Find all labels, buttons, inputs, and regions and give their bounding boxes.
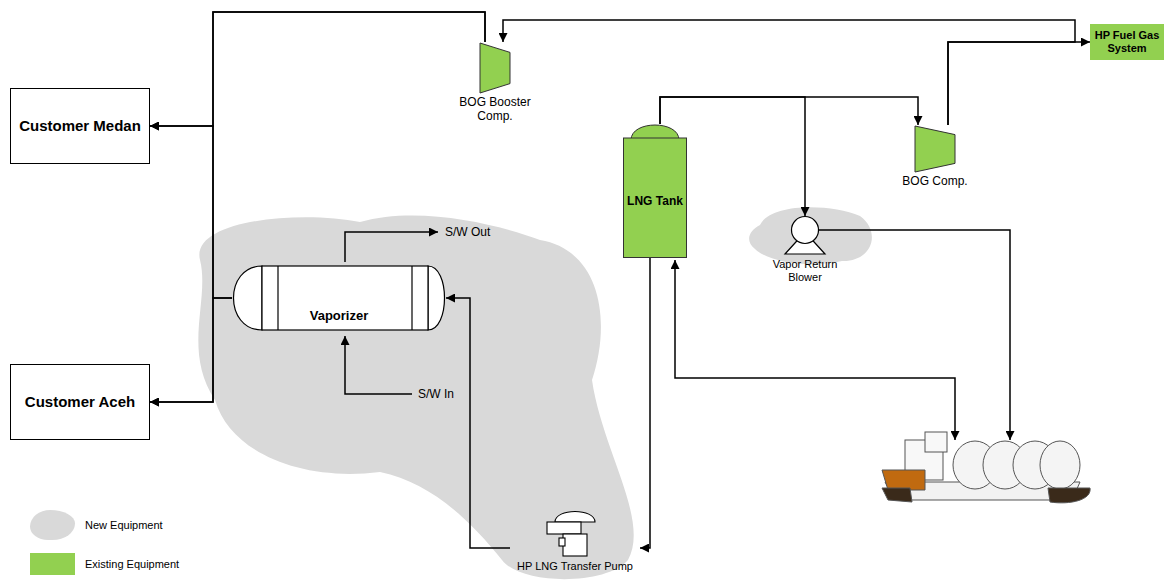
pipe-connector	[503, 20, 1075, 125]
bog-compressor-symbol	[890, 125, 980, 173]
blower-symbol	[785, 217, 825, 255]
vaporizer-symbol	[232, 262, 446, 334]
pipe-connector	[446, 298, 510, 548]
pipe-connector	[948, 42, 1090, 125]
legend-label: New Equipment	[85, 519, 163, 531]
seawater-label: S/W Out	[445, 225, 490, 239]
node-label: BOG Booster Comp.	[440, 96, 550, 124]
new-equipment-area	[749, 207, 872, 264]
pipe-connector	[640, 258, 650, 548]
vaporizer-shell	[234, 266, 445, 330]
customer-box: Customer Medan	[10, 88, 150, 164]
booster-compressor: BOG Booster Comp.	[440, 42, 550, 137]
ship-stern	[882, 470, 925, 490]
bog-compressor: BOG Comp.	[890, 125, 980, 197]
ship-stern-dark	[882, 488, 912, 502]
hp-transfer-pump: HP LNG Transfer Pump	[510, 508, 640, 580]
node-label: Customer Medan	[19, 117, 141, 134]
ship-bow	[1048, 488, 1090, 503]
vaporizer: Vaporizer	[232, 262, 446, 334]
node-label: LNG Tank	[627, 195, 683, 209]
seawater-label: S/W In	[418, 387, 454, 401]
lng-tank-symbol	[623, 124, 687, 258]
node-label: HP LNG Transfer Pump	[517, 560, 633, 573]
booster-compressor-symbol	[440, 42, 550, 94]
compressor-symbol	[915, 126, 955, 172]
pipe-connector	[150, 298, 232, 402]
seawater-out-line	[345, 232, 438, 262]
vapor-return-line	[819, 230, 1010, 440]
tank-shell	[624, 138, 687, 258]
fuel-gas-box: HP Fuel Gas System	[1090, 24, 1164, 60]
pipe-connector	[150, 12, 485, 126]
legend-swatch	[30, 553, 75, 575]
ship-bridge	[925, 432, 947, 452]
ship-tank-sphere	[1040, 441, 1080, 489]
seawater-in-line	[345, 336, 412, 394]
legend-item: New Equipment	[30, 510, 163, 540]
pipe-connector	[660, 97, 918, 125]
lng-tank: LNG Tank	[623, 124, 687, 258]
node-label: Customer Aceh	[25, 393, 135, 410]
ship-loading-line	[675, 260, 955, 440]
legend-swatch	[30, 510, 75, 540]
vapor-return-blower-symbol	[760, 216, 850, 256]
hp-transfer-pump-symbol	[510, 508, 640, 558]
node-label: Vaporizer	[310, 309, 369, 324]
node-label: BOG Comp.	[902, 175, 967, 189]
legend-item: Existing Equipment	[30, 553, 179, 575]
pipe-connector	[150, 126, 232, 298]
node-label: HP Fuel Gas System	[1093, 29, 1161, 54]
legend-label: Existing Equipment	[85, 558, 179, 570]
compressor-symbol	[480, 43, 510, 93]
node-label: Vapor Return Blower	[760, 258, 850, 283]
vapor-return-blower: Vapor Return Blower	[760, 216, 850, 288]
customer-box: Customer Aceh	[10, 364, 150, 440]
pump-symbol	[547, 512, 595, 557]
lng-carrier	[882, 432, 1090, 503]
new-equipment-area	[198, 215, 633, 579]
pipe-connector	[150, 12, 485, 402]
